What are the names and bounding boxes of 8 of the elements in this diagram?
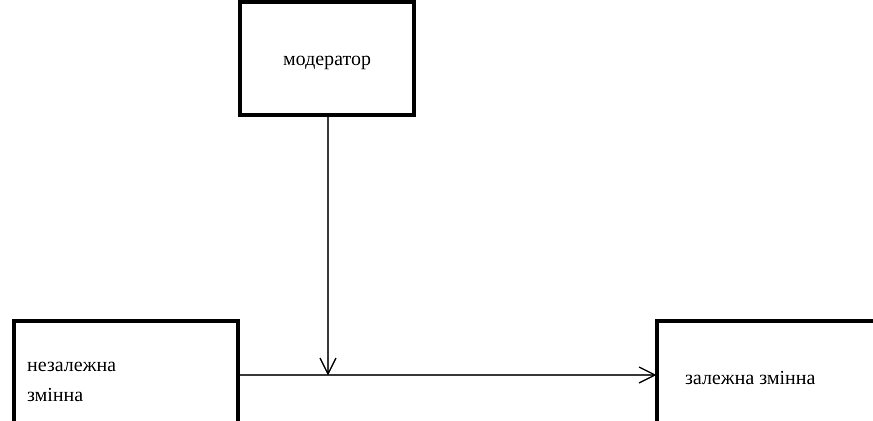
variable-box (655, 319, 873, 421)
variable-label: незалежна змінна (27, 353, 118, 408)
variable-box (12, 319, 240, 421)
variable-label: залежна змінна (685, 366, 816, 391)
variable-label: модератор (282, 46, 372, 72)
arrow (319, 117, 337, 375)
arrow (240, 366, 656, 384)
variable-box (238, 0, 416, 117)
